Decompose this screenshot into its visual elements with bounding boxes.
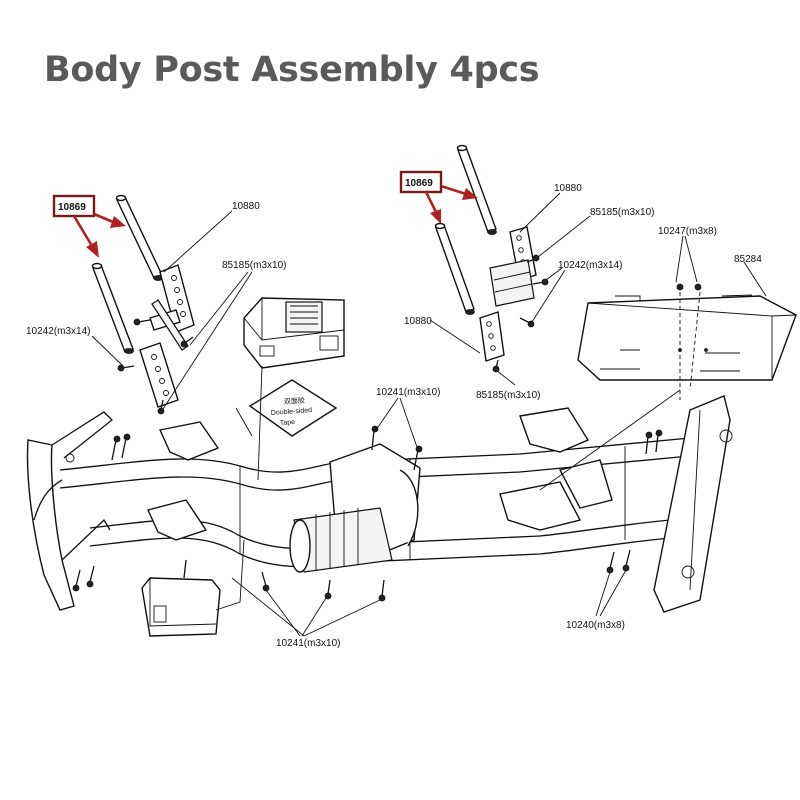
highlight-box-right [399, 170, 443, 194]
body-post-left-b [91, 262, 134, 354]
callout-85185-right-bottom: 85185(m3x10) [476, 390, 540, 401]
callout-10242-left: 10242(m3x14) [26, 326, 90, 337]
callout-10240: 10240(m3x8) [566, 620, 625, 631]
page-title: Body Post Assembly 4pcs [44, 50, 540, 90]
battery-tray [577, 235, 797, 400]
callout-10880-right-lower: 10880 [404, 316, 432, 327]
callout-labels: 10869 10869 10880 10880 10880 85185(m3x1… [26, 178, 762, 649]
left-body-post-group [52, 194, 253, 415]
callout-10869-left: 10869 [58, 202, 86, 213]
callout-85185-right-top: 85185(m3x10) [590, 207, 654, 218]
body-post-right-b [434, 222, 475, 315]
callout-10880-left: 10880 [232, 201, 260, 212]
mount-bracket-left-lower [139, 299, 189, 408]
chassis-frame [26, 389, 733, 637]
callout-10242-right: 10242(m3x14) [558, 260, 622, 271]
callout-85185-left: 85185(m3x10) [222, 260, 286, 271]
right-body-post-group [399, 144, 591, 386]
receiver-box [243, 297, 345, 369]
tape-label-line3: Tape [280, 419, 296, 427]
body-post-right-a [456, 144, 497, 235]
mount-bracket-right-upper [489, 226, 537, 307]
tape-label-line1: 双面胶 [284, 396, 306, 406]
callout-10241-bottom: 10241(m3x10) [276, 638, 340, 649]
mount-bracket-right-lower [479, 311, 505, 362]
callout-10247: 10247(m3x8) [658, 226, 717, 237]
callout-10241-top: 10241(m3x10) [376, 387, 440, 398]
callout-10880-right-top: 10880 [554, 183, 582, 194]
callout-10869-right: 10869 [405, 178, 433, 189]
double-sided-tape: 双面胶 Double-sided Tape [248, 379, 338, 437]
body-post-left-a [115, 194, 163, 281]
tape-label-line2: Double-sided [271, 407, 313, 417]
callout-85284: 85284 [734, 254, 762, 265]
